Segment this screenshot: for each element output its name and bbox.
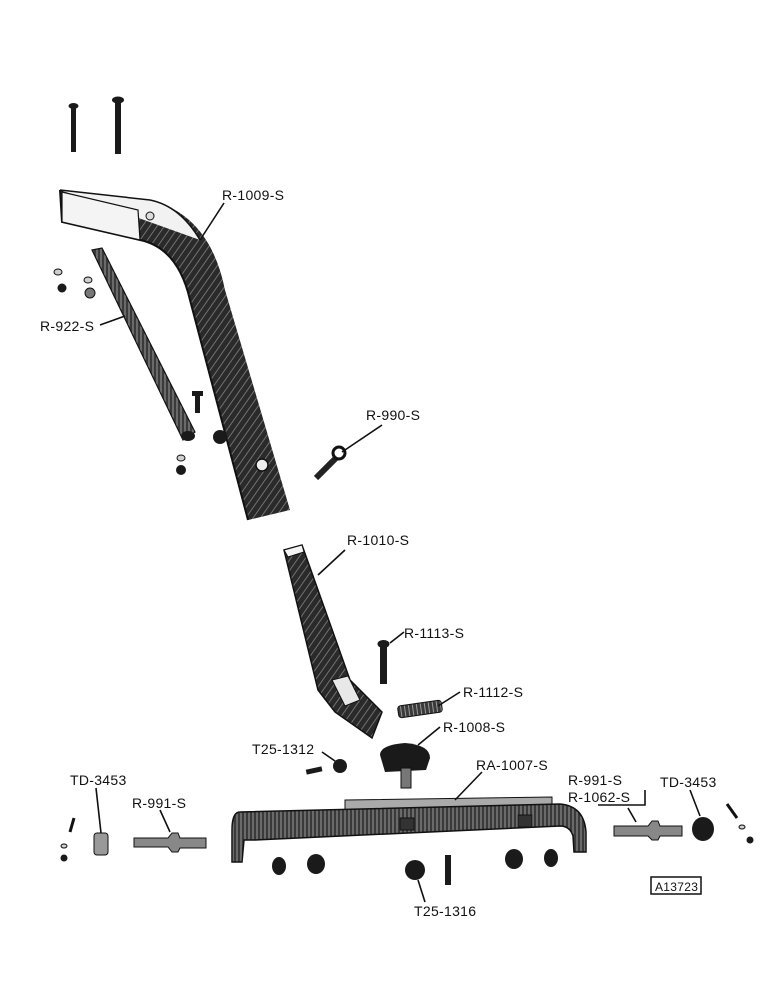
left-pin-part	[60, 817, 207, 862]
handle-lower-part	[283, 544, 383, 740]
top-bolts	[68, 96, 124, 154]
label-r-991-s-left: R-991-S	[132, 795, 186, 811]
figure-id-box: A13723	[650, 876, 702, 895]
label-td-3453-left: TD-3453	[70, 772, 127, 788]
label-t25-1312: T25-1312	[252, 741, 314, 757]
label-ra-1007-s: RA-1007-S	[476, 757, 548, 773]
handle-upper-part	[59, 189, 290, 521]
label-r-1009-s: R-1009-S	[222, 187, 284, 203]
label-td-3453-right: TD-3453	[660, 774, 717, 790]
label-r-1008-s: R-1008-S	[443, 719, 505, 735]
label-r-1113-s: R-1113-S	[404, 625, 464, 641]
figure-id: A13723	[655, 880, 698, 894]
small-screw-and-nut	[305, 759, 347, 775]
bolt-part	[377, 640, 390, 684]
label-r-1062-s: R-1062-S	[568, 789, 630, 805]
label-r-922-s: R-922-S	[40, 318, 94, 334]
brace-strip-part	[91, 247, 196, 441]
eye-bolt-part	[313, 445, 347, 481]
small-washers-left	[53, 268, 227, 475]
label-r-990-s: R-990-S	[366, 407, 420, 423]
frame-nuts	[272, 849, 558, 885]
label-r-991-s-right: R-991-S	[568, 772, 622, 788]
pivot-part	[380, 743, 430, 789]
right-pin-part	[613, 803, 754, 844]
label-r-1112-s: R-1112-S	[463, 684, 523, 700]
label-t25-1316: T25-1316	[414, 903, 476, 919]
leader-lines	[95, 202, 701, 903]
frame-bar-part	[231, 796, 587, 863]
label-r-1010-s: R-1010-S	[347, 532, 409, 548]
threaded-pin-part	[397, 699, 443, 719]
part-labels: R-1009-S R-922-S R-990-S R-1010-S R-1113…	[40, 187, 717, 919]
